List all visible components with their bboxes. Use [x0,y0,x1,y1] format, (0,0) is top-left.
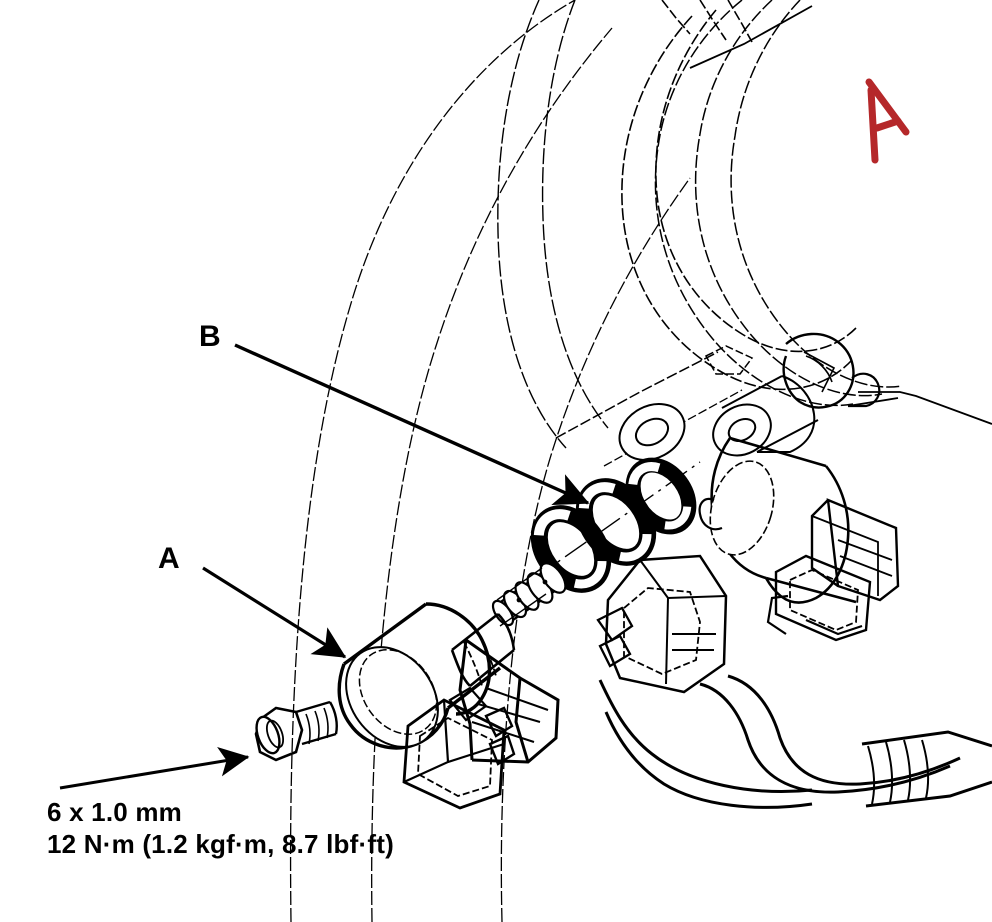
vtec-solenoid-valve-body [337,562,567,810]
engine-wire-harness [598,674,992,809]
torque-spec-leader [59,747,250,790]
connector-center [596,554,728,694]
fastener-size-text: 6 x 1.0 mm [47,797,182,827]
hand-annotation-a [865,78,910,164]
torque-spec-block: 6 x 1.0 mm 12 N·m (1.2 kgf·m, 8.7 lbf·ft… [47,796,394,860]
cylinder-head [289,0,992,922]
secondary-solenoid [698,436,900,642]
callout-a-leader [202,566,347,659]
o-ring-set [497,457,701,605]
callout-b-leader [234,343,590,505]
flange-bolt [254,700,338,762]
callout-label-a: A [158,542,180,575]
spool-valve-shaft [491,562,567,627]
torque-value-text: 12 N·m (1.2 kgf·m, 8.7 lbf·ft) [47,829,394,859]
callout-label-b: B [199,320,221,353]
